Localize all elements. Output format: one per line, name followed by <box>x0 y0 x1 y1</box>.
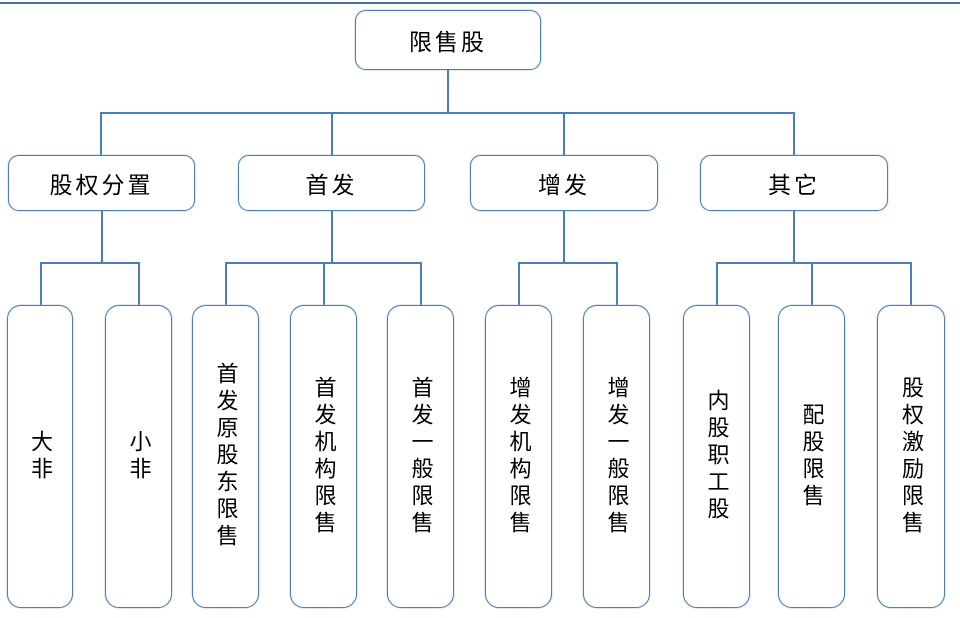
connector-drop-leaf-ipo-institution <box>323 262 325 306</box>
node-leaf-label: 首发一般限售 <box>408 375 434 538</box>
node-leaf-spo-institution[interactable]: 增发机构限售 <box>485 305 552 608</box>
node-level2-ipo[interactable]: 首发 <box>238 155 425 211</box>
connector-root-stem <box>447 70 449 113</box>
connector-drop-leaf-rights-issue <box>811 262 813 306</box>
connector-drop-leaf-spo-institution <box>518 262 520 306</box>
connector-drop-to-shoufa <box>331 112 333 156</box>
node-level2-label: 增发 <box>538 173 590 198</box>
connector-level2-bus <box>100 112 794 114</box>
connector-drop-to-gufen <box>100 112 102 156</box>
connector-drop-to-zengfa <box>563 112 565 156</box>
node-leaf-ipo-institution[interactable]: 首发机构限售 <box>290 305 357 608</box>
node-leaf-label: 增发一般限售 <box>604 375 630 538</box>
connector-drop-leaf-xiaofei <box>138 262 140 306</box>
connector-drop-leaf-ipo-original <box>225 262 227 306</box>
node-level2-equity-division[interactable]: 股权分置 <box>8 155 195 211</box>
node-leaf-dafei[interactable]: 大非 <box>7 305 73 608</box>
node-level2-other[interactable]: 其它 <box>700 155 888 211</box>
node-leaf-rights-issue[interactable]: 配股限售 <box>778 305 845 608</box>
connector-stem-group2 <box>331 211 333 263</box>
node-leaf-xiaofei[interactable]: 小非 <box>105 305 172 608</box>
node-root-label: 限售股 <box>409 30 487 55</box>
node-leaf-label: 配股限售 <box>799 402 825 511</box>
node-root-restricted-shares[interactable]: 限售股 <box>355 10 541 70</box>
connector-bus-group1 <box>40 262 139 264</box>
connector-bus-group3 <box>518 262 617 264</box>
node-leaf-ipo-original-shareholder[interactable]: 首发原股东限售 <box>192 305 259 608</box>
node-leaf-label: 首发机构限售 <box>311 375 337 538</box>
connector-stem-group1 <box>101 211 103 263</box>
node-level2-label: 股权分置 <box>49 173 154 198</box>
node-leaf-label: 内股职工股 <box>704 389 730 524</box>
top-divider-rule <box>0 2 960 4</box>
node-leaf-internal-employee-shares[interactable]: 内股职工股 <box>683 305 750 608</box>
node-level2-label: 其它 <box>768 173 820 198</box>
connector-drop-leaf-spo-general <box>616 262 618 306</box>
node-leaf-label: 小非 <box>126 429 152 484</box>
node-leaf-equity-incentive[interactable]: 股权激励限售 <box>877 305 945 608</box>
connector-drop-leaf-equity-incentive <box>910 262 912 306</box>
node-level2-label: 首发 <box>305 173 358 198</box>
connector-bus-group4 <box>716 262 911 264</box>
connector-drop-leaf-ipo-general <box>420 262 422 306</box>
connector-stem-group4 <box>793 211 795 263</box>
node-leaf-label: 增发机构限售 <box>506 375 532 538</box>
node-leaf-ipo-general[interactable]: 首发一般限售 <box>387 305 454 608</box>
node-leaf-spo-general[interactable]: 增发一般限售 <box>583 305 650 608</box>
connector-drop-leaf-employee-shares <box>716 262 718 306</box>
connector-drop-leaf-dafei <box>40 262 42 306</box>
connector-stem-group3 <box>563 211 565 263</box>
node-leaf-label: 首发原股东限售 <box>213 362 239 551</box>
connector-drop-to-qita <box>793 112 795 156</box>
node-leaf-label: 股权激励限售 <box>899 375 924 538</box>
node-level2-secondary-offering[interactable]: 增发 <box>470 155 658 211</box>
node-leaf-label: 大非 <box>28 429 53 484</box>
